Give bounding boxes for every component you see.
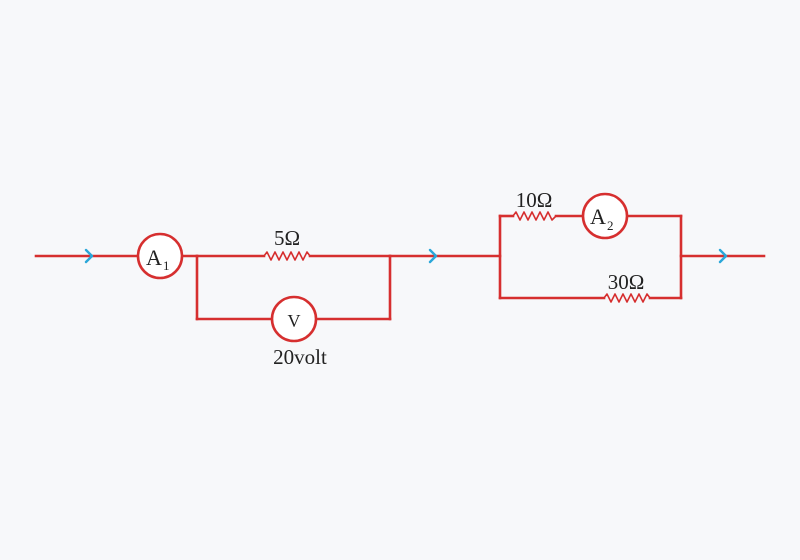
resistor-5ohm [263, 251, 311, 261]
chevron-right-icon [428, 248, 438, 264]
ammeter-a1-symbol: A [146, 245, 162, 270]
voltmeter-symbol: V [288, 311, 301, 331]
resistor-5ohm-label: 5Ω [274, 226, 300, 250]
resistor-30ohm [603, 293, 651, 303]
ammeter-a2-symbol: A [590, 204, 606, 229]
ammeter-a1-circle [136, 232, 184, 280]
ammeter-a1: A 1 [136, 232, 184, 280]
voltmeter: V [270, 295, 318, 343]
resistor-10ohm-label: 10Ω [516, 188, 553, 212]
resistor-10ohm [512, 211, 557, 221]
chevron-right-icon [84, 248, 94, 264]
ammeter-a2-subscript: 2 [607, 218, 614, 233]
resistor-30ohm-label: 30Ω [608, 270, 645, 294]
voltmeter-circle [270, 295, 318, 343]
ammeter-a1-subscript: 1 [163, 258, 170, 273]
ammeter-a2: A 2 [581, 192, 629, 240]
chevron-right-icon [718, 248, 728, 264]
voltmeter-reading: 20volt [273, 345, 327, 369]
ammeter-a2-circle [581, 192, 629, 240]
